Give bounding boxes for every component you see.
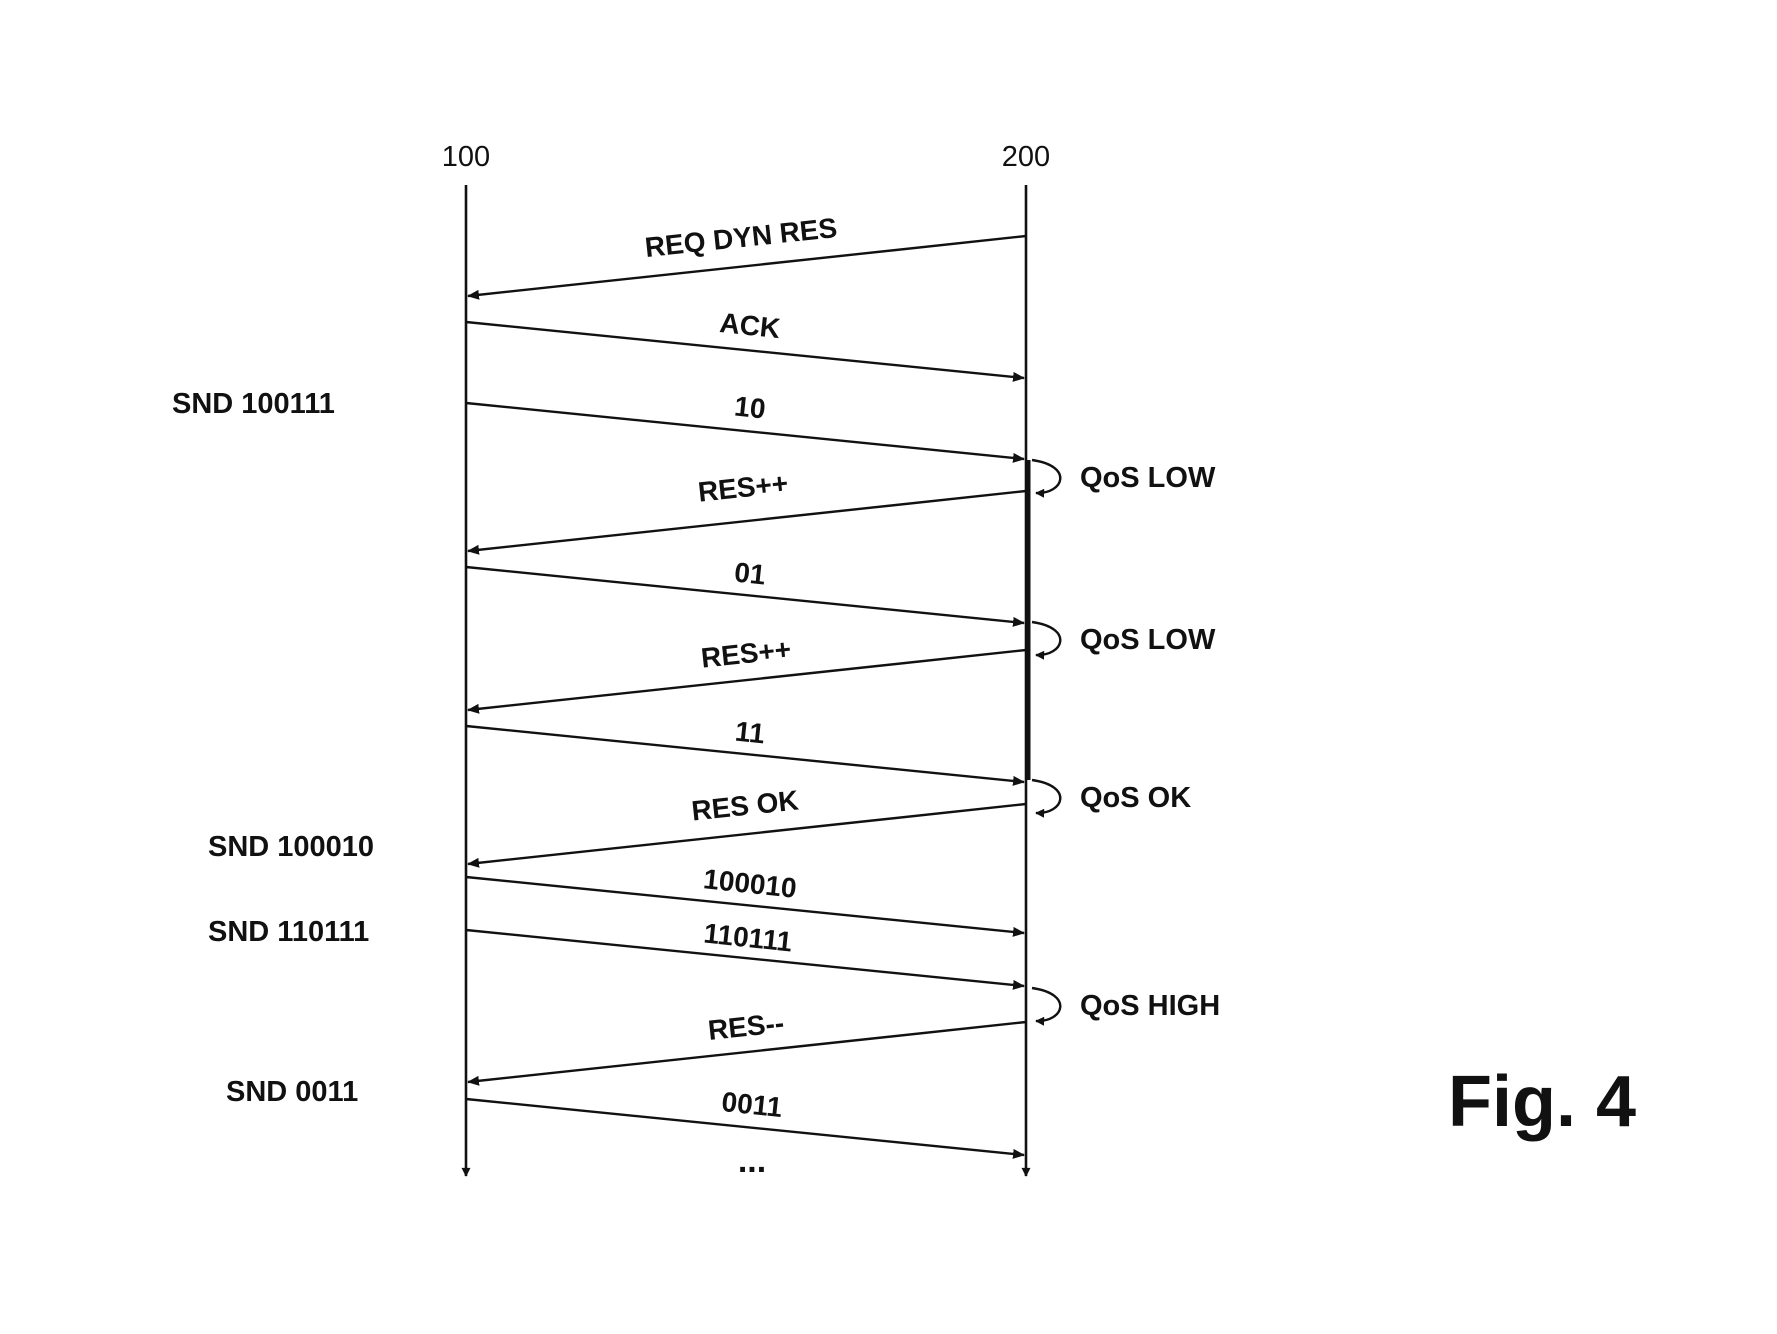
qos-loop-2: QoS LOW: [1031, 620, 1216, 660]
message-label: RES++: [696, 467, 789, 507]
message-label: RES++: [699, 633, 792, 673]
message-label: RES OK: [690, 785, 800, 827]
side-note-snd-110111: SND 110111: [208, 916, 369, 948]
figure-label: Fig. 4: [1448, 1062, 1636, 1142]
message-label: 01: [733, 557, 767, 591]
continuation-ellipsis: ...: [738, 1142, 766, 1180]
message-label: 100010: [702, 863, 798, 904]
message-req-dyn-res: REQ DYN RES: [467, 212, 1027, 300]
qos-label: QoS LOW: [1080, 624, 1216, 656]
message-label: 10: [733, 391, 767, 425]
message-01: 01: [465, 557, 1025, 627]
lifeline-label-200: 200: [1002, 141, 1050, 173]
message-label: ACK: [718, 307, 782, 344]
message-ack: ACK: [465, 307, 1025, 382]
message-label: 110111: [702, 917, 794, 957]
message-label: RES--: [706, 1007, 785, 1046]
side-note-snd-0011: SND 0011: [226, 1076, 358, 1108]
message-res-plus-2: RES++: [467, 633, 1027, 714]
side-note-snd-100010: SND 100010: [208, 831, 374, 863]
qos-loop-1: QoS LOW: [1031, 458, 1216, 498]
message-label: REQ DYN RES: [643, 212, 838, 263]
message-label: 11: [734, 716, 767, 750]
message-label: 0011: [720, 1086, 784, 1123]
lifeline-label-100: 100: [442, 141, 490, 173]
qos-label: QoS HIGH: [1080, 990, 1220, 1022]
message-res-plus-1: RES++: [467, 467, 1027, 555]
message-11: 11: [465, 716, 1025, 786]
message-res-ok: RES OK: [467, 785, 1027, 868]
message-10: 10: [465, 391, 1025, 463]
qos-loop-4: QoS HIGH: [1031, 986, 1220, 1026]
side-note-snd-100111: SND 100111: [172, 388, 335, 420]
message-0011: 0011: [465, 1086, 1025, 1159]
qos-loop-3: QoS OK: [1031, 778, 1191, 818]
message-110111: 110111: [465, 917, 1025, 990]
message-res-minus: RES--: [467, 1007, 1027, 1086]
qos-label: QoS OK: [1080, 782, 1191, 814]
qos-label: QoS LOW: [1080, 462, 1216, 494]
